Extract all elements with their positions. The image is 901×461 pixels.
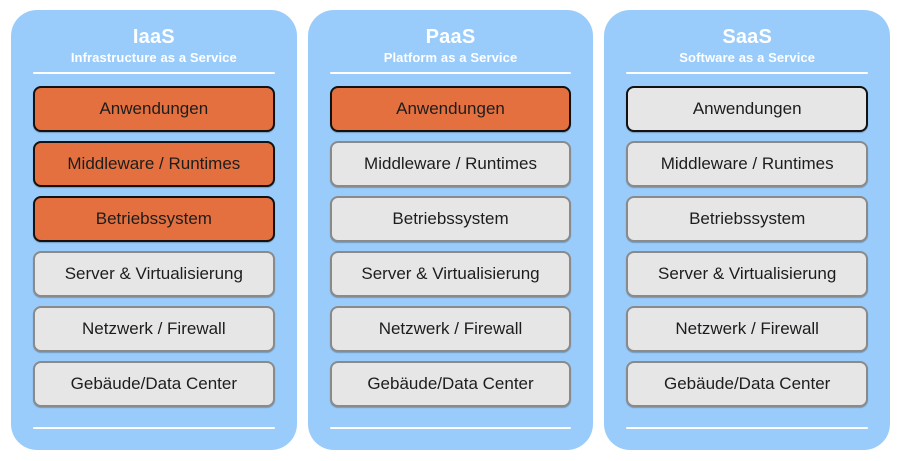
panel-title-saas: SaaS	[722, 26, 773, 48]
layer-betriebssystem-iaas[interactable]: Betriebssystem	[33, 196, 275, 242]
panel-header-paas: PaaS Platform as a Service	[329, 10, 572, 74]
layer-netzwerk-firewall-paas[interactable]: Netzwerk / Firewall	[329, 306, 572, 352]
layer-server-virtualisierung-saas[interactable]: Server & Virtualisierung	[626, 251, 869, 297]
layer-anwendungen-saas[interactable]: Anwendungen	[626, 86, 869, 132]
layer-netzwerk-firewall-iaas[interactable]: Netzwerk / Firewall	[33, 306, 275, 352]
panel-paas: PaaS Platform as a Service Anwendungen M…	[307, 10, 594, 450]
layer-netzwerk-firewall-saas[interactable]: Netzwerk / Firewall	[626, 306, 869, 352]
layer-anwendungen-iaas[interactable]: Anwendungen	[33, 86, 275, 132]
panel-subtitle-saas: Software as a Service	[679, 50, 816, 65]
layer-gebaeude-data-center-saas[interactable]: Gebäude/Data Center	[626, 361, 869, 407]
layer-stack-iaas: Anwendungen Middleware / Runtimes Betrie…	[33, 74, 275, 417]
header-divider-saas	[626, 72, 869, 74]
layer-middleware-runtimes-iaas[interactable]: Middleware / Runtimes	[33, 141, 275, 187]
header-divider-iaas	[33, 72, 275, 74]
layer-stack-paas: Anwendungen Middleware / Runtimes Betrie…	[329, 74, 572, 417]
footer-divider-saas	[626, 427, 869, 429]
panel-title-paas: PaaS	[425, 26, 476, 48]
panel-header-iaas: IaaS Infrastructure as a Service	[33, 10, 275, 74]
panel-iaas: IaaS Infrastructure as a Service Anwendu…	[11, 10, 297, 450]
layer-middleware-runtimes-paas[interactable]: Middleware / Runtimes	[329, 141, 572, 187]
layer-server-virtualisierung-paas[interactable]: Server & Virtualisierung	[329, 251, 572, 297]
layer-betriebssystem-paas[interactable]: Betriebssystem	[329, 196, 572, 242]
layer-server-virtualisierung-iaas[interactable]: Server & Virtualisierung	[33, 251, 275, 297]
layer-gebaeude-data-center-iaas[interactable]: Gebäude/Data Center	[33, 361, 275, 407]
layer-middleware-runtimes-saas[interactable]: Middleware / Runtimes	[626, 141, 869, 187]
layer-anwendungen-paas[interactable]: Anwendungen	[329, 86, 572, 132]
panel-subtitle-paas: Platform as a Service	[383, 50, 518, 65]
header-divider-paas	[329, 72, 572, 74]
panel-title-iaas: IaaS	[132, 26, 175, 48]
panel-saas: SaaS Software as a Service Anwendungen M…	[604, 10, 891, 450]
layer-gebaeude-data-center-paas[interactable]: Gebäude/Data Center	[329, 361, 572, 407]
footer-divider-iaas	[33, 427, 275, 429]
layer-stack-saas: Anwendungen Middleware / Runtimes Betrie…	[626, 74, 869, 417]
layer-betriebssystem-saas[interactable]: Betriebssystem	[626, 196, 869, 242]
panel-header-saas: SaaS Software as a Service	[626, 10, 869, 74]
panel-subtitle-iaas: Infrastructure as a Service	[70, 50, 237, 65]
footer-divider-paas	[329, 427, 572, 429]
